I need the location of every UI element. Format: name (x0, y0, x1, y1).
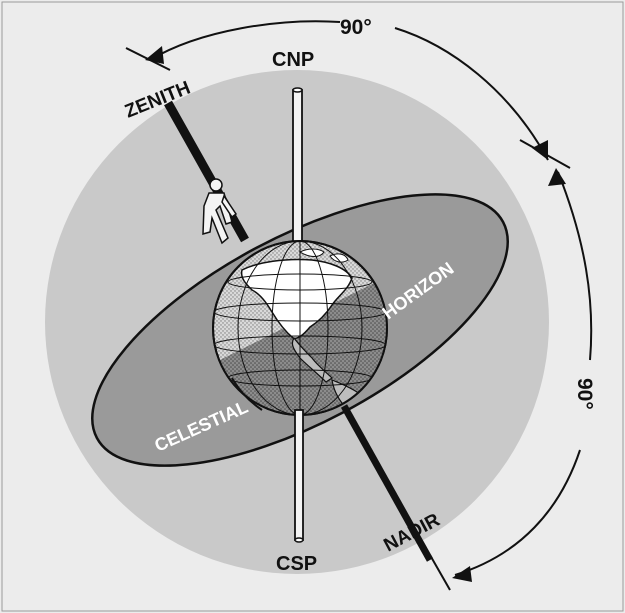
south-pole-axis (294, 409, 304, 543)
angle-arc-right (429, 171, 593, 591)
cnp-label: CNP (272, 49, 314, 71)
arrow-head (548, 168, 566, 186)
observer-figure (202, 178, 238, 245)
angle-right-label: 90° (573, 378, 596, 410)
angle-top-label: 90° (340, 16, 372, 39)
north-pole-axis (292, 87, 303, 251)
nadir-line (340, 404, 434, 562)
arrow-head (532, 140, 548, 160)
arrow-head (452, 566, 472, 582)
arrow-head (145, 46, 164, 64)
earth-globe (212, 240, 388, 416)
csp-label: CSP (276, 553, 317, 575)
